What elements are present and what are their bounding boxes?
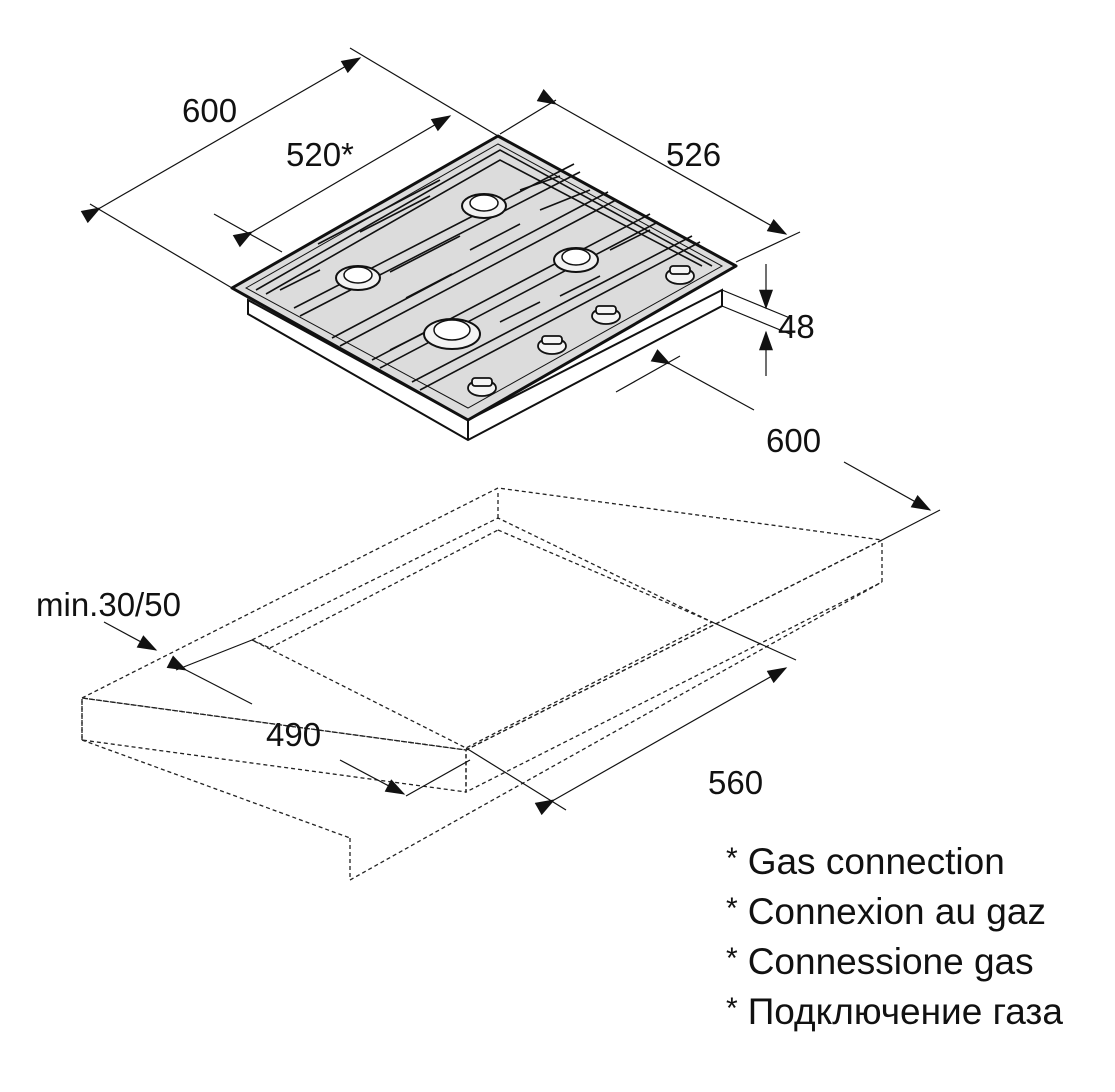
knob [471,377,493,387]
burner-rear-center [461,193,507,219]
label-cutout-depth: 490 [266,716,321,753]
control-knobs [467,265,695,397]
footnote-gas-connection-fr: * Connexion au gaz [726,893,1046,930]
footnote-gas-connection-it: * Connessione gas [726,943,1034,980]
dim-line-counter-depth [650,349,755,411]
burner-right [553,247,599,273]
dim-line-hob-width [80,57,362,224]
burner-front-large [423,318,481,350]
label-hob-width: 600 [182,92,237,129]
dimension-lines [80,47,941,816]
footnote-asterisk: * [726,992,738,1025]
label-gas-connection: 520* [286,136,354,173]
knob [541,335,563,345]
footnote-text: Connexion au gaz [747,891,1046,932]
dim-line-cutout-width [534,667,788,816]
cutout [250,490,714,749]
label-hob-height: 48 [778,308,815,345]
label-counter-depth: 600 [766,422,821,459]
footnote-asterisk: * [726,842,738,875]
footnote-asterisk: * [726,942,738,975]
footnote-text: Подключение газа [747,991,1063,1032]
dim-line-cutout-depth [166,655,253,705]
footnote-text: Gas connection [747,841,1005,882]
knob [595,305,617,315]
label-min-clearance: min.30/50 [36,586,181,623]
knob [669,265,691,275]
dim-line-hob-depth [536,88,788,235]
footnote-gas-connection-ru: * Подключение газа [726,993,1063,1030]
footnote-gas-connection-en: * Gas connection [726,843,1005,880]
label-hob-depth: 526 [666,136,721,173]
hob [230,134,738,442]
dim-line-gas-connection [232,115,452,248]
label-cutout-width: 560 [708,764,763,801]
footnote-asterisk: * [726,892,738,925]
burner-rear-left [335,265,381,291]
footnote-text: Connessione gas [747,941,1034,982]
countertop [79,487,885,881]
